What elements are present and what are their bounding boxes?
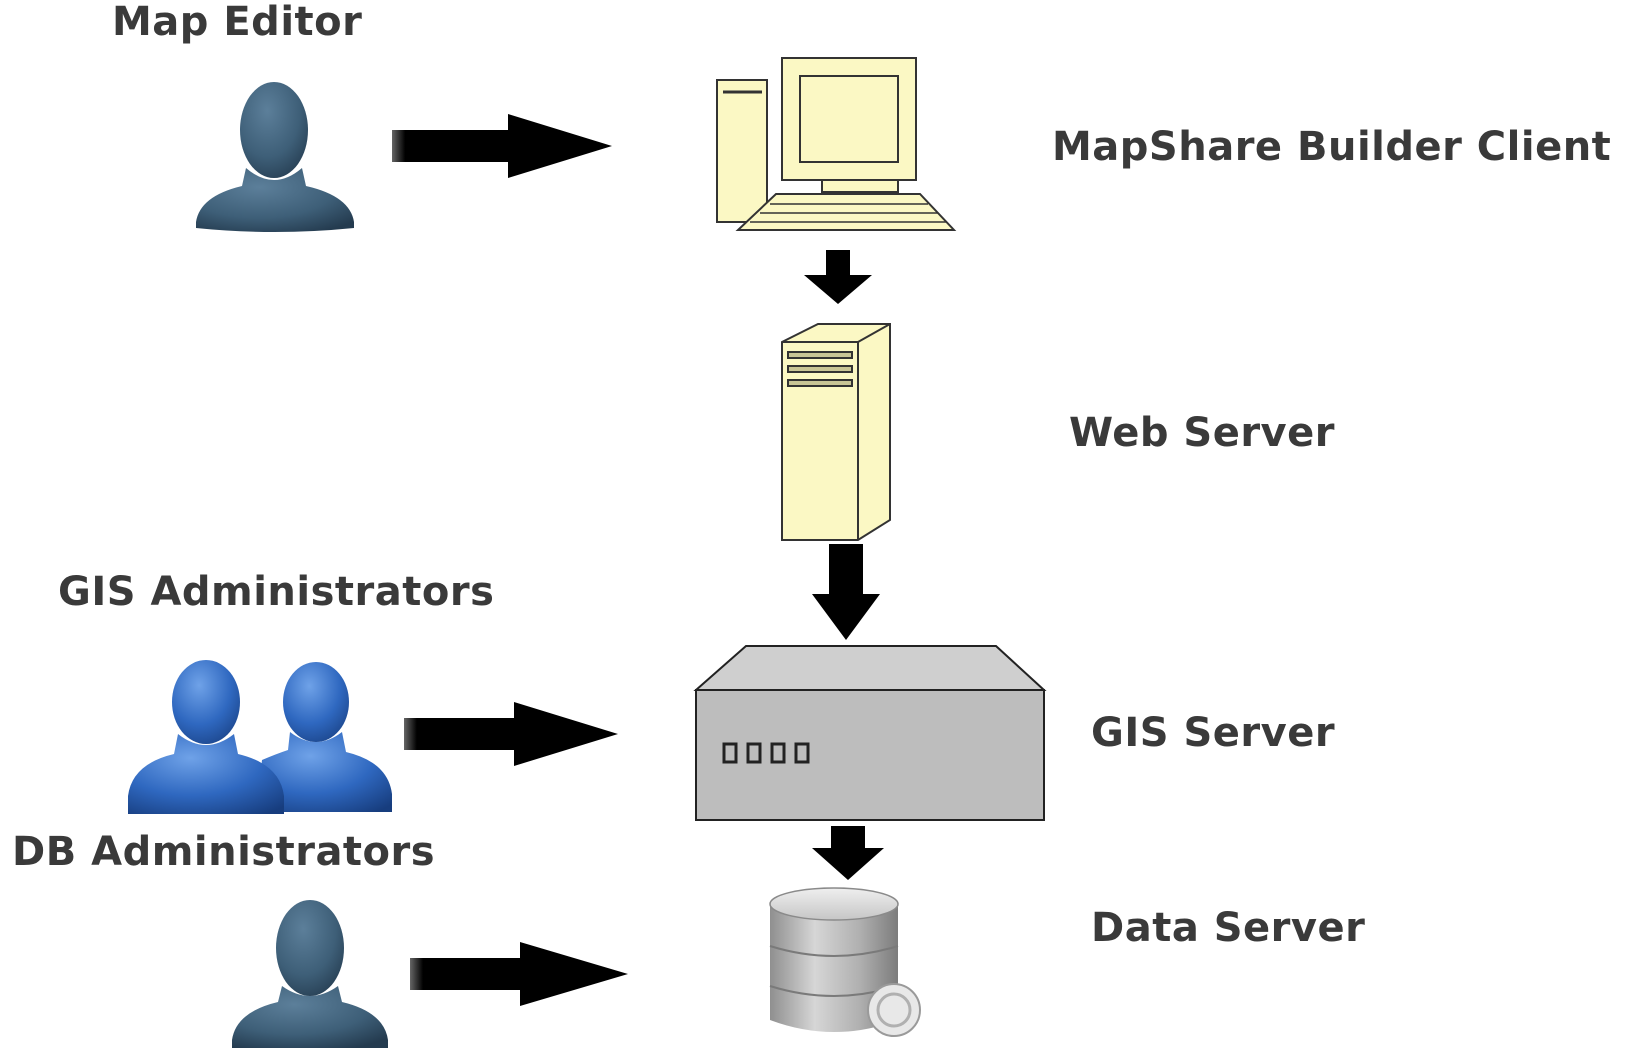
desktop-computer-icon	[716, 57, 957, 231]
arrow-client-to-web	[804, 250, 872, 304]
database-icon	[769, 887, 921, 1037]
arrow-gis-to-data	[812, 826, 884, 880]
label-client: MapShare Builder Client	[1052, 124, 1612, 170]
map-editor-user-icon	[196, 82, 354, 232]
gis-administrators-group-icon	[128, 660, 392, 814]
db-administrators-user-icon	[232, 900, 388, 1048]
label-map-editor: Map Editor	[112, 0, 363, 45]
tower-server-icon	[781, 323, 891, 541]
label-gis-administrators: GIS Administrators	[58, 569, 495, 615]
label-db-administrators: DB Administrators	[12, 829, 436, 875]
arrow-editor-to-client	[392, 114, 612, 178]
arrow-gisadmins-to-gisserver	[404, 702, 618, 766]
rack-server-icon	[693, 645, 1047, 821]
arrow-dbadmins-to-data	[410, 942, 628, 1006]
label-gis-server: GIS Server	[1091, 710, 1336, 756]
label-data-server: Data Server	[1091, 905, 1366, 951]
label-web-server: Web Server	[1069, 410, 1335, 456]
arrow-web-to-gis	[812, 544, 880, 640]
